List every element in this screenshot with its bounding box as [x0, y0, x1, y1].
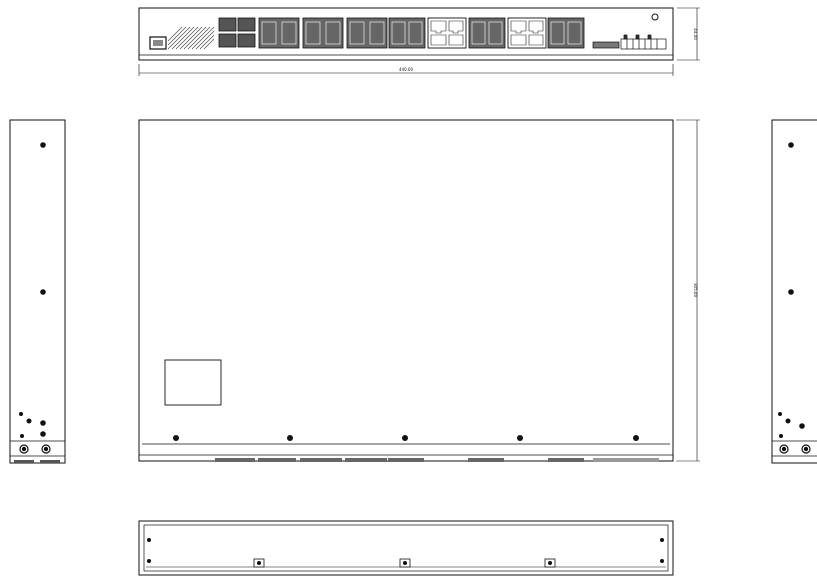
top-view — [138, 119, 700, 462]
label-plate — [164, 359, 222, 406]
top-view-outline — [138, 119, 674, 462]
screw-icon — [778, 142, 805, 438]
rear-view-outline — [138, 520, 674, 576]
front-panel-outline — [138, 7, 674, 61]
rear-view — [138, 520, 674, 576]
screw-icon — [19, 142, 46, 438]
front-view — [138, 7, 700, 76]
sfp-port-icon — [218, 17, 585, 49]
left-side-view — [9, 119, 66, 464]
screw-icon — [147, 538, 664, 563]
right-side-view — [771, 119, 817, 464]
front-width-label: 440.00 — [399, 67, 413, 72]
depth-label: 305.00 — [693, 283, 698, 297]
left-side-outline — [9, 119, 66, 464]
front-height-label: 44.00 — [693, 28, 698, 40]
vent-hatch — [167, 26, 215, 50]
screw-icon — [173, 435, 639, 441]
right-side-outline — [771, 119, 817, 464]
led-strip — [592, 34, 667, 50]
reset-button-icon — [651, 13, 659, 21]
